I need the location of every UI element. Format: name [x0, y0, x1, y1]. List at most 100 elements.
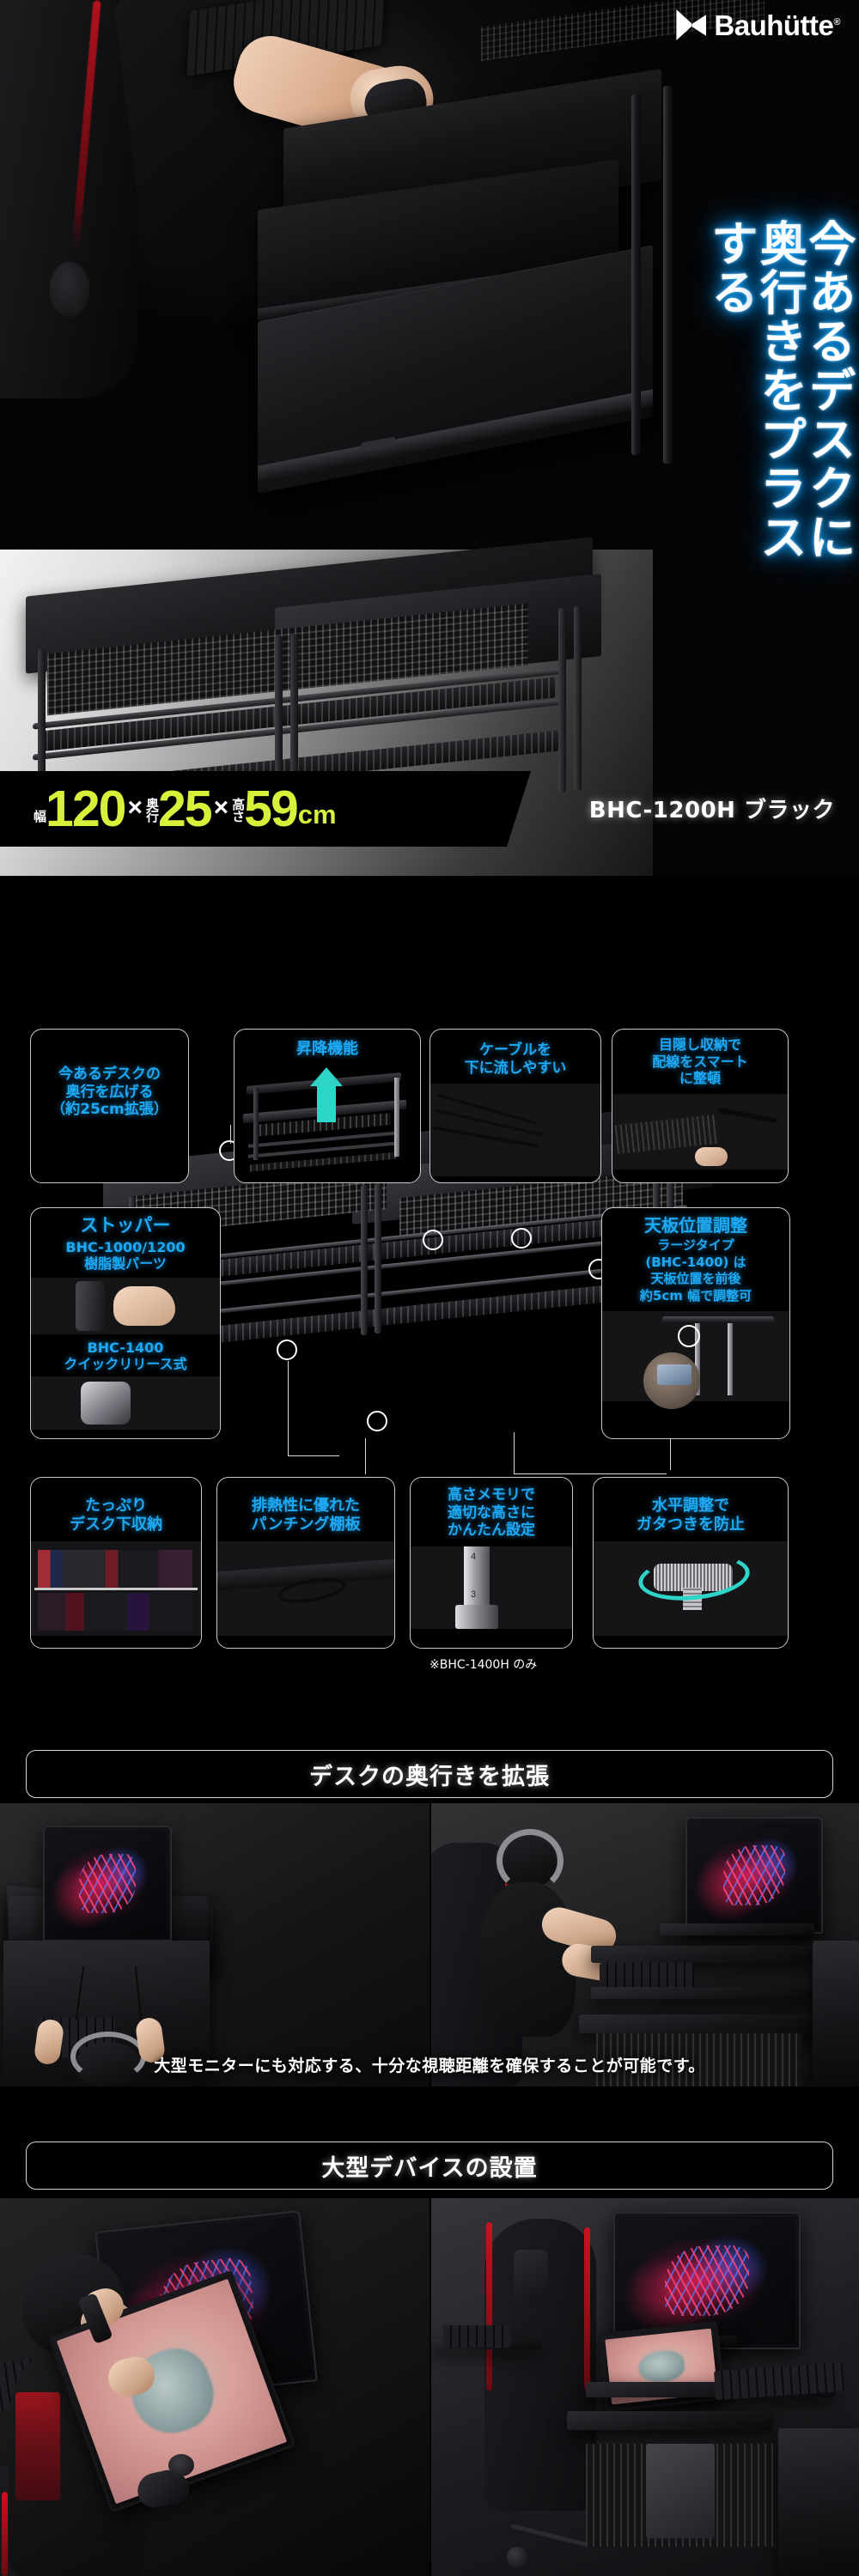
feature-box-level-adjust[interactable]: 水平調整で ガタつきを防止 — [593, 1477, 789, 1649]
feature-box-cable[interactable]: ケーブルを 下に流しやすい — [430, 1029, 601, 1183]
diagram-leg-2 — [361, 1185, 368, 1335]
caption-line: 下に流しやすい — [464, 1059, 567, 1077]
right-shelf-unit — [813, 1941, 859, 2087]
desk-surface-side — [579, 2014, 825, 2033]
feature-box-punched-shelf[interactable]: 排熱性に優れた パンチング棚板 — [216, 1477, 395, 1649]
caption-line: BHC-1400 — [87, 1339, 164, 1356]
feature-box-lift[interactable]: 昇降機能 — [234, 1029, 421, 1183]
stopper-photo-resin — [31, 1277, 220, 1334]
adjust-bracket — [657, 1364, 691, 1386]
adjust-detail-circle — [643, 1352, 700, 1410]
height-memory-photo: 4 3 — [411, 1546, 572, 1630]
feature-box-hidden-storage[interactable]: 目隠し収納で 配線をスマート に整頓 — [612, 1029, 789, 1183]
hidden-storage-photo — [612, 1093, 788, 1170]
caption-line: 高さメモリで — [448, 1486, 535, 1504]
caption-line: 奥行を広げる — [65, 1083, 154, 1101]
height-memory-note: ※BHC-1400H のみ — [430, 1658, 538, 1672]
frame-post-right — [663, 86, 673, 464]
level-screw — [683, 1587, 702, 1610]
caption-line: ストッパー — [80, 1215, 171, 1236]
feature-caption-lift: 昇降機能 — [235, 1030, 420, 1066]
inner-cable — [717, 1107, 777, 1123]
section-header-1-text: デスクの奥行きを拡張 — [309, 1763, 550, 1790]
headline-column-1: 今あるデスクに — [801, 219, 856, 562]
photo-strip-large-devices — [0, 2198, 859, 2576]
section-header-2-text: 大型デバイスの設置 — [321, 2154, 538, 2182]
room-desk-surface — [567, 2411, 773, 2430]
caption-line: 排熱性に優れた — [252, 1497, 360, 1515]
lift-leg-left — [253, 1087, 259, 1160]
feature-caption-hidden-storage: 目隠し収納で 配線をスマート に整頓 — [612, 1030, 788, 1094]
product-leg-3 — [290, 634, 298, 818]
caption-line: 樹脂製パーツ — [84, 1255, 167, 1273]
lead-line-6b — [288, 1455, 339, 1457]
feature-caption-adjust-body: ラージタイプ (BHC-1400) は 天板位置を前後 約5cm 幅で調整可 — [602, 1237, 789, 1311]
back-desk-keyboard — [443, 2325, 510, 2348]
caption-line: 昇降機能 — [296, 1040, 358, 1058]
lift-arrow-head-icon — [310, 1066, 343, 1086]
feature-caption-adjust-title: 天板位置調整 — [602, 1208, 789, 1237]
chair-headrest-detail — [514, 2250, 548, 2303]
chair-base-arm-1 — [510, 2524, 588, 2547]
feature-box-height-memory[interactable]: 高さメモリで 適切な高さに かんたん設定 4 3 — [410, 1477, 573, 1649]
caption-line: 天板位置を前後 — [650, 1271, 741, 1287]
memory-collar — [455, 1605, 498, 1630]
product-leg-5 — [574, 606, 582, 791]
lift-leg-right — [394, 1077, 399, 1157]
callout-marker-6 — [277, 1340, 297, 1360]
spec-height-label: 高さ — [230, 798, 247, 823]
artist-chair-red — [2, 2492, 8, 2576]
feature-box-stopper[interactable]: ストッパー BHC-1000/1200 樹脂製パーツ BHC-1400 クイック… — [30, 1207, 221, 1439]
headset-side-icon — [497, 1829, 564, 1893]
section-1: デスクの奥行きを拡張 — [0, 1750, 859, 1798]
caption-line: 目隠し収納で — [658, 1036, 741, 1053]
hero-section: Bauhütte® 今あるデスクに 奥行きをプラス する 幅 120 × 奥行 … — [0, 0, 859, 876]
curved-monitor-top — [43, 1826, 172, 1941]
product-leg-4 — [558, 608, 566, 793]
feature-caption-level-adjust: 水平調整で ガタつきを防止 — [594, 1478, 788, 1541]
under-desk-storage-photo — [31, 1540, 201, 1636]
chair-base — [507, 2507, 589, 2567]
spec-height-value: 59 — [244, 780, 299, 837]
stopper-hand — [113, 1285, 175, 1326]
cable-routing-photo — [430, 1084, 600, 1177]
caption-line: ガタつきを防止 — [637, 1515, 745, 1534]
photo-pane-side-view — [431, 1803, 859, 2087]
bauhutte-logo-icon — [675, 9, 708, 41]
frame-post-left — [631, 94, 641, 455]
room-chair-red-2 — [584, 2227, 590, 2391]
callout-marker-3 — [423, 1230, 443, 1250]
caption-line: 水平調整で — [652, 1497, 729, 1515]
caption-line: 配線をスマート — [652, 1053, 748, 1070]
chair-knob — [50, 262, 89, 317]
feature-box-top-adjust[interactable]: 天板位置調整 ラージタイプ (BHC-1400) は 天板位置を前後 約5cm … — [601, 1207, 790, 1439]
caption-line: かんたん設定 — [448, 1522, 535, 1540]
spec-width-label: 幅 — [32, 810, 47, 823]
mouse-bungee — [168, 2454, 194, 2476]
room-side-shelf — [778, 2428, 859, 2576]
caption-line: (BHC-1400) は — [645, 1254, 746, 1270]
feature-caption-stopper-sub2: BHC-1400 クイックリリース式 — [31, 1334, 220, 1376]
hero-headline: 今あるデスクに 奥行きをプラス する — [703, 219, 856, 562]
section-header-1: デスクの奥行きを拡張 — [26, 1750, 833, 1798]
registered-mark: ® — [833, 16, 840, 27]
feature-box-storage[interactable]: たっぷり デスク下収納 — [30, 1477, 202, 1649]
section-header-2: 大型デバイスの設置 — [26, 2142, 833, 2190]
feature-caption-depth: 今あるデスクの 奥行を広げる （約25cm拡張） — [31, 1030, 188, 1126]
feature-caption-cable: ケーブルを 下に流しやすい — [430, 1030, 600, 1084]
brand-name: Bauhütte® — [714, 9, 840, 41]
headline-column-2: 奥行きをプラス — [752, 219, 807, 562]
top-adjust-photo — [602, 1311, 789, 1410]
memory-post — [464, 1546, 490, 1607]
feature-box-depth[interactable]: 今あるデスクの 奥行を広げる （約25cm拡張） — [30, 1029, 189, 1183]
riser-mid-shelf — [591, 1987, 823, 1999]
feature-caption-stopper-title: ストッパー — [31, 1208, 220, 1239]
model-name: BHC-1200H ブラック — [588, 798, 835, 823]
caption-line: たっぷり — [85, 1497, 147, 1515]
caption-line: BHC-1000/1200 — [65, 1238, 186, 1255]
stopper-clamp — [76, 1280, 105, 1331]
spec-unit: cm — [297, 799, 337, 830]
headline-column-3: する — [703, 219, 758, 317]
lead-line-6 — [288, 1361, 289, 1455]
callout-marker-8 — [367, 1411, 387, 1431]
